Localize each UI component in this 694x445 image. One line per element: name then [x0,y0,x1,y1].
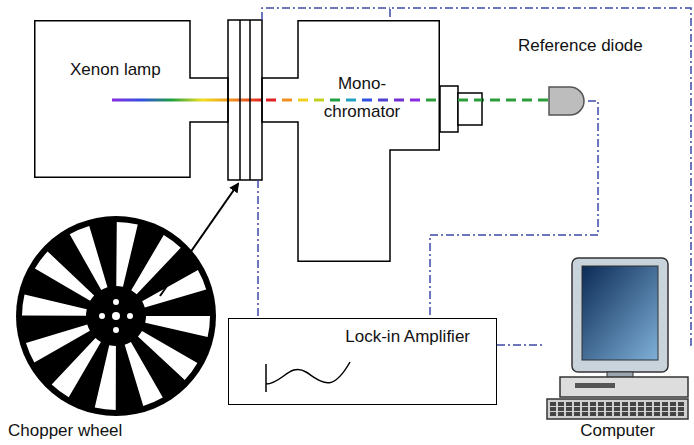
beam-dash [394,99,404,102]
dispersed-beam [266,99,420,102]
lamp-housing-outline [34,20,228,178]
node-label: Mono- chromator [312,70,412,126]
beam-dash [410,99,420,102]
hub-hole [112,312,120,320]
screen [582,266,658,360]
key-row [550,412,685,416]
computer-base [560,377,688,397]
key-row [550,407,685,411]
green-beam [458,99,482,102]
exit-port [440,86,482,132]
key-row [550,402,685,406]
hub-hole [99,313,105,319]
exit-flange [440,86,458,132]
part-label: Chopper wheel [8,421,122,441]
chopper-frame [228,20,262,180]
chopper-slot [249,20,251,180]
diode-symbol [549,87,584,115]
beam-dash [330,99,340,102]
lamp-housing: Xenon lamp [34,20,228,178]
beam-dash [346,99,356,102]
hub-hole [113,299,119,305]
computer-outline [545,255,690,441]
beam-dash [298,99,308,102]
node-label: Lock-in Amplifier [345,327,470,347]
keyboard [547,399,688,419]
chopper-slot [239,20,241,180]
housing-outline [262,21,439,262]
wheel-hub [88,288,144,344]
drive-slot [575,383,615,388]
node-label: Computer [580,421,655,441]
beam-dash [266,99,276,102]
chopper-wheel [16,216,216,416]
signal-symbol [266,362,350,392]
signal-wire [497,344,545,346]
exit-tube [458,93,482,125]
beam-dash [378,99,388,102]
monochromator-housing-outline [262,20,440,262]
node-label: Reference diode [518,36,643,56]
reference-diode-outline [548,86,588,116]
beam-dash [314,99,324,102]
monochromator-housing: Mono- chromator [262,20,440,262]
reference-diode: Reference diode [548,86,588,116]
hub-hole [127,313,133,319]
node-label: Xenon lamp [70,60,161,80]
beam-dash [362,99,372,102]
lock-in-amplifier: Lock-in Amplifier [228,318,497,405]
chopper-wire [258,8,390,318]
computer: Computer [545,255,690,441]
monitor [572,258,668,372]
wheel-spokes [54,254,178,378]
beam-dash [282,99,292,102]
housing-outline [35,21,228,178]
pointer-arrow [160,184,238,296]
chopper-housing [228,20,262,180]
wheel-disc [16,216,216,416]
hub-hole [113,327,119,333]
